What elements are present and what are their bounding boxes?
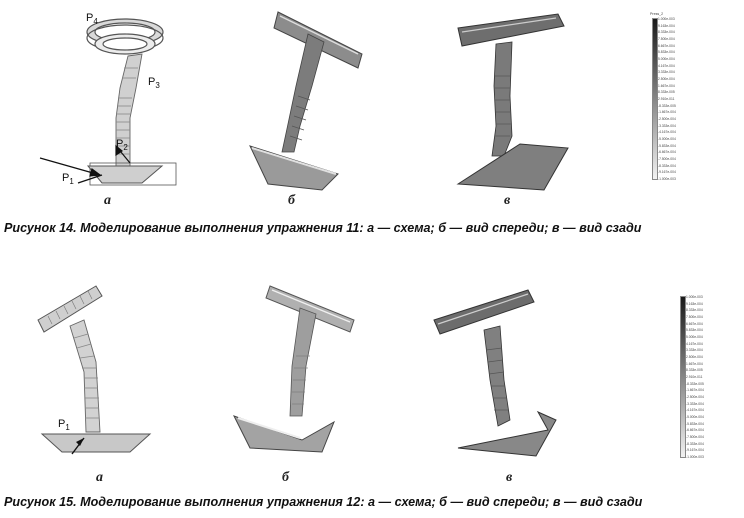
fig14-sublabel-a: а	[104, 193, 111, 208]
colorbar-tick-label: 1.667e-004	[686, 361, 703, 366]
colorbar-tick-label: 9.163e-004	[686, 301, 703, 306]
fig14-colorbar-gradient	[652, 18, 658, 180]
colorbar-tick-label: 9.163e-004	[658, 23, 675, 28]
fig14-label-p3: P3	[148, 76, 160, 91]
colorbar-tick-label: 1.000e-003	[686, 295, 703, 299]
fig14-back-view	[456, 13, 569, 191]
fig14-colorbar-ticks: 1.000e-003 9.163e-004 8.333e-004 7.500e-004…	[658, 17, 710, 181]
colorbar-tick-label: 7.500e-004	[686, 315, 703, 319]
fig14-column	[115, 53, 143, 167]
colorbar-tick-label: 5.833e-004	[658, 50, 675, 55]
fig15-caption: Рисунок 15. Моделирование выполнения упр…	[4, 495, 643, 509]
fig15-sublabel-a: а	[96, 470, 103, 485]
fig14-force-arrows	[39, 144, 131, 184]
colorbar-tick-label: -1.667e-004	[686, 388, 704, 393]
colorbar-tick-label: -9.167e-004	[686, 448, 704, 453]
fig15-sublabel-c: в	[506, 470, 513, 485]
colorbar-tick-label: 4.167e-004	[658, 63, 675, 68]
colorbar-tick-label: -5.833e-004	[658, 143, 676, 148]
colorbar-tick-label: -8.333e-004	[686, 441, 704, 446]
colorbar-tick-label: 8.333e-004	[686, 308, 703, 313]
fig15-schematic	[37, 285, 152, 455]
colorbar-tick-label: 2.910e-011	[658, 97, 675, 101]
colorbar-tick-label: 2.910e-011	[686, 375, 703, 379]
colorbar-tick-label: 2.500e-004	[658, 77, 675, 81]
fig14-front-view	[249, 11, 363, 191]
colorbar-tick-label: 5.000e-004	[658, 57, 675, 61]
colorbar-tick-label: 8.333e-004	[658, 30, 675, 35]
colorbar-tick-label: -2.500e-004	[686, 395, 704, 399]
colorbar-tick-label: -6.667e-004	[686, 428, 704, 433]
fig14-colorbar: Press_2 1.000e-003 9.163e-004 8.333e-004 7.…	[650, 12, 710, 182]
colorbar-tick-label: 2.500e-004	[686, 355, 703, 359]
colorbar-tick-label: 1.667e-004	[658, 83, 675, 88]
fig14-caption: Рисунок 14. Моделирование выполнения упр…	[4, 221, 642, 235]
fig14-sublabel-c: в	[504, 193, 511, 208]
colorbar-tick-label: -3.333e-004	[658, 123, 676, 128]
fig15-label-p1: P1	[58, 418, 70, 433]
fig15-colorbar-gradient	[680, 296, 686, 458]
fig15-sublabel-b: б	[282, 470, 289, 485]
colorbar-tick-label: 3.333e-004	[686, 348, 703, 353]
fig14-colorbar-title: Press_2	[650, 12, 664, 16]
colorbar-tick-label: -1.667e-004	[658, 110, 676, 115]
colorbar-tick-label: 7.500e-004	[658, 37, 675, 41]
fig14-label-p1: P1	[62, 172, 74, 187]
colorbar-tick-label: -7.500e-004	[686, 435, 704, 439]
colorbar-tick-label: -7.500e-004	[658, 157, 676, 161]
colorbar-tick-label: -6.667e-004	[658, 150, 676, 155]
colorbar-tick-label: 6.667e-004	[658, 43, 675, 48]
colorbar-tick-label: -8.333e-005	[686, 381, 704, 386]
colorbar-tick-label: -1.000e-003	[658, 177, 676, 181]
fig14-base-plate	[86, 165, 164, 184]
colorbar-tick-label: -5.833e-004	[686, 421, 704, 426]
colorbar-tick-label: 1.000e-003	[658, 17, 675, 21]
fig15-back-view	[433, 289, 557, 457]
colorbar-tick-label: -1.000e-003	[686, 455, 704, 459]
fig14-sublabel-b: б	[288, 193, 295, 208]
colorbar-tick-label: 5.000e-004	[686, 335, 703, 339]
colorbar-tick-label: -8.333e-005	[658, 103, 676, 108]
colorbar-tick-label: 6.667e-004	[686, 321, 703, 326]
colorbar-tick-label: 4.167e-004	[686, 341, 703, 346]
colorbar-tick-label: 5.833e-004	[686, 328, 703, 333]
colorbar-tick-label: -8.333e-004	[658, 163, 676, 168]
colorbar-tick-label: -9.167e-004	[658, 170, 676, 175]
colorbar-tick-label: 8.333e-005	[658, 90, 675, 95]
colorbar-tick-label: -2.500e-004	[658, 117, 676, 121]
colorbar-tick-label: -4.167e-004	[658, 130, 676, 135]
fig14-upper-ring	[86, 18, 164, 55]
fig14-label-p2: P2	[116, 138, 128, 153]
fig15-front-view	[232, 285, 355, 453]
colorbar-tick-label: -3.333e-004	[686, 401, 704, 406]
colorbar-tick-label: -5.000e-004	[658, 137, 676, 141]
colorbar-tick-label: 3.333e-004	[658, 70, 675, 75]
fig15-colorbar-ticks: 1.000e-003 9.163e-004 8.333e-004 7.500e-004…	[686, 295, 738, 459]
fig14-label-p4: P4	[86, 12, 98, 27]
colorbar-tick-label: -4.167e-004	[686, 408, 704, 413]
fig14-schematic	[39, 18, 177, 186]
colorbar-tick-label: -5.000e-004	[686, 415, 704, 419]
colorbar-tick-label: 8.333e-005	[686, 368, 703, 373]
fig15-colorbar: 1.000e-003 9.163e-004 8.333e-004 7.500e-004…	[678, 290, 738, 460]
